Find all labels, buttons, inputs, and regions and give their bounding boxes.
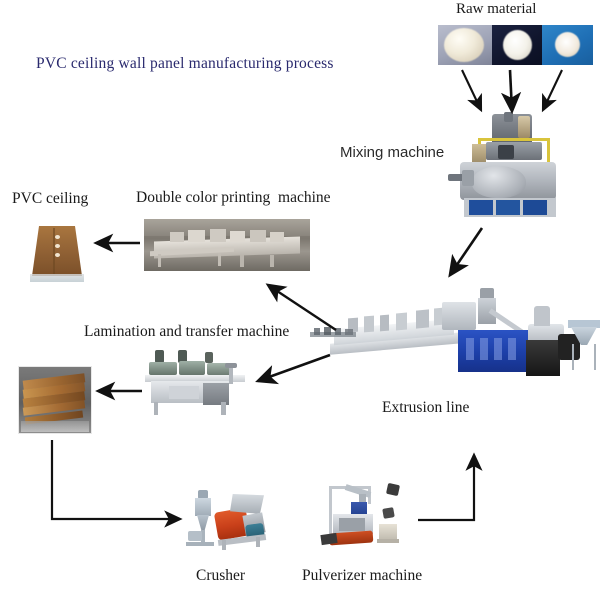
extrusion-line-photo	[330, 288, 580, 384]
mixing-machine-photo	[448, 112, 568, 217]
lamination-line-thumbnail	[310, 326, 356, 342]
pvc-ceiling-photo	[28, 222, 86, 284]
extrusion-line-label: Extrusion line	[382, 399, 470, 416]
lamination-transfer-machine-label: Lamination and transfer machine	[84, 323, 290, 340]
double-color-printing-machine-photo	[144, 219, 310, 271]
pulverizer-machine-label: Pulverizer machine	[302, 567, 423, 584]
swatch-granules	[542, 25, 593, 65]
laminated-panels-photo	[18, 366, 92, 434]
arrow-panels-to-crusher	[50, 440, 183, 528]
crusher-photo	[186, 490, 280, 552]
arrow-raw-material-1	[461, 69, 483, 113]
raw-material-label: Raw material	[456, 1, 537, 17]
raw-material-photo	[438, 25, 593, 65]
swatch-white-powder	[492, 25, 542, 65]
pulverizer-machine-photo	[315, 482, 415, 552]
mixing-machine-label: Mixing machine	[340, 144, 445, 161]
arrow-raw-material-3	[541, 69, 563, 113]
arrow-extrusion-to-lamination	[255, 353, 331, 385]
extrusion-hopper	[568, 320, 600, 384]
arrow-mixing-to-extrusion	[448, 227, 484, 278]
arrow-pulverizer-to-extrusion	[418, 452, 483, 522]
lamination-transfer-machine-photo	[145, 350, 255, 416]
crusher-label: Crusher	[196, 567, 246, 584]
arrow-raw-material-2	[500, 69, 522, 115]
page-title: PVC ceiling wall panel manufacturing pro…	[36, 55, 334, 72]
double-color-printing-machine-label: Double color printing machine	[136, 189, 331, 206]
swatch-pvc-resin-lump	[438, 25, 492, 65]
pvc-ceiling-label: PVC ceiling	[12, 190, 89, 207]
